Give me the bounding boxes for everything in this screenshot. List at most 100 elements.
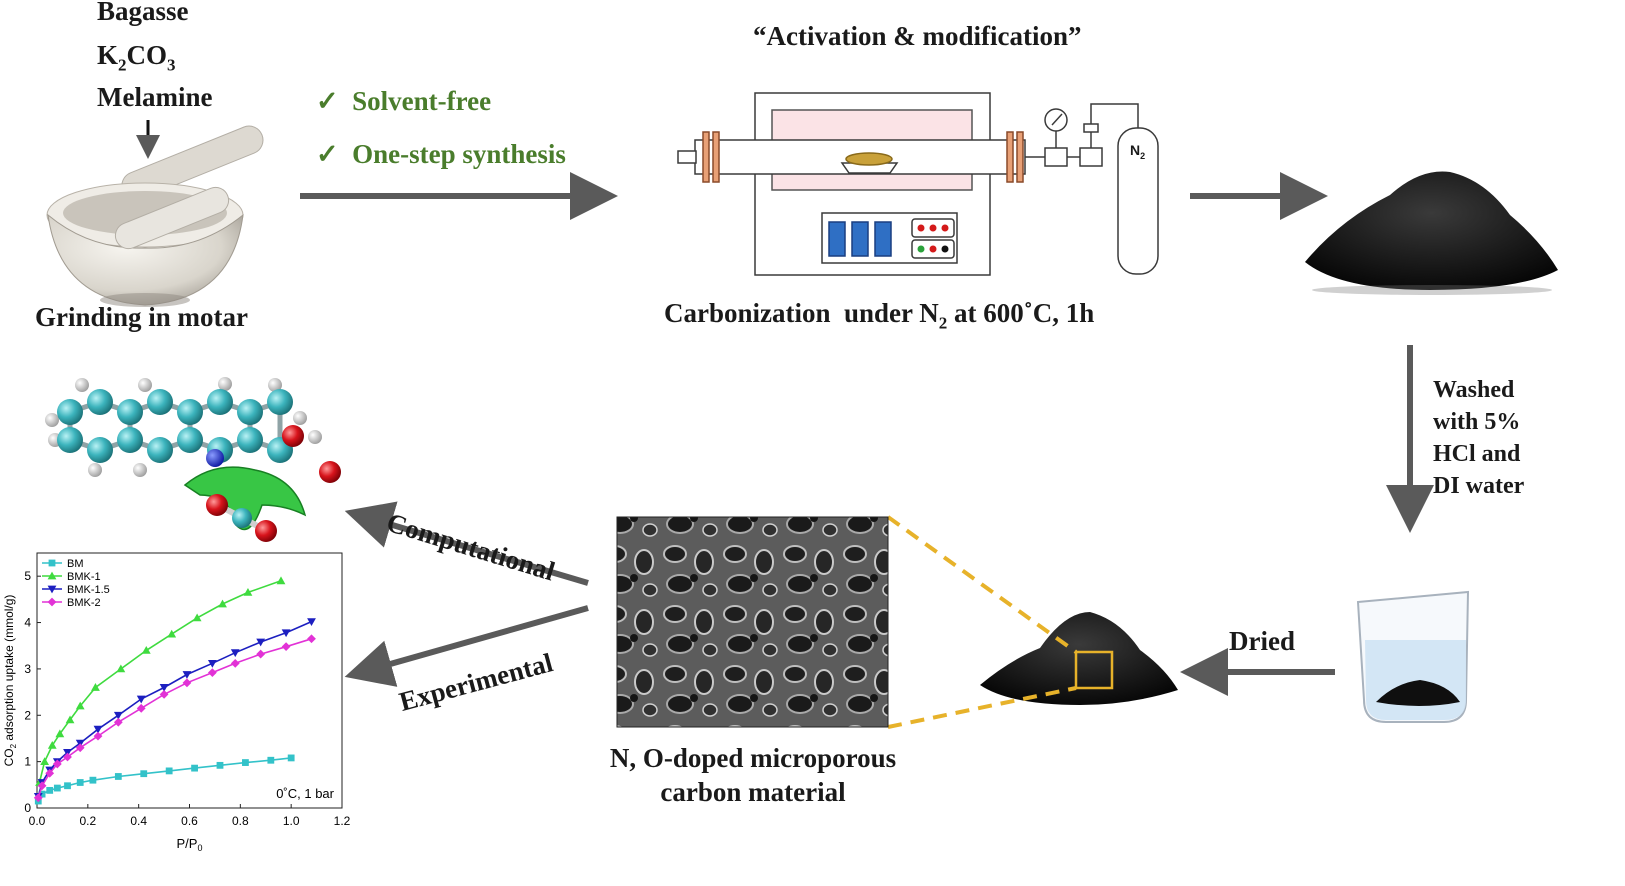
data-point xyxy=(207,659,217,668)
y-tick-label: 2 xyxy=(24,708,31,722)
data-point xyxy=(46,786,54,794)
data-point xyxy=(52,759,62,769)
data-point xyxy=(116,664,126,673)
x-tick-label: 0.6 xyxy=(181,814,198,828)
data-point xyxy=(47,597,57,607)
data-point xyxy=(218,599,227,608)
legend-label: BMK-1.5 xyxy=(67,584,110,596)
beaker-icon xyxy=(1356,590,1470,723)
data-point xyxy=(242,759,249,766)
x-tick-label: 1.2 xyxy=(334,814,351,828)
data-point xyxy=(53,784,61,792)
legend-label: BMK-1 xyxy=(67,571,101,583)
data-point xyxy=(276,576,286,585)
carbon-atom xyxy=(267,389,293,415)
y-axis-label: CO2 adsorption uptake (mmol/g) xyxy=(2,595,18,767)
sem-micrograph xyxy=(616,516,889,728)
data-point xyxy=(55,729,65,738)
carbon-atom xyxy=(87,437,113,463)
data-point xyxy=(182,678,192,688)
oxygen-atom xyxy=(255,520,277,542)
y-tick-label: 0 xyxy=(24,801,31,815)
legend-label: BM xyxy=(67,558,84,570)
hydrogen-atom xyxy=(45,413,59,427)
data-point xyxy=(287,754,295,762)
reagent-melamine: Melamine xyxy=(97,82,213,112)
carbonization-label: Carbonization under N2 at 600˚C, 1h xyxy=(664,298,1095,333)
data-point xyxy=(93,725,103,734)
data-point xyxy=(47,585,57,594)
x-tick-label: 1.0 xyxy=(283,814,300,828)
series-line xyxy=(37,638,312,799)
data-point xyxy=(63,752,72,762)
y-tick-label: 4 xyxy=(24,616,31,630)
data-point xyxy=(307,618,316,627)
data-point xyxy=(136,703,146,713)
dried-label: Dried xyxy=(1229,626,1295,656)
data-point xyxy=(281,629,291,638)
data-point xyxy=(159,684,169,692)
data-point xyxy=(307,634,316,644)
hydrogen-atom xyxy=(133,463,147,477)
carbon-atom xyxy=(117,399,143,425)
data-point xyxy=(38,790,46,798)
x-tick-label: 0.0 xyxy=(29,814,46,828)
hydrogen-atom xyxy=(268,378,282,392)
carbon-atom xyxy=(147,389,173,415)
data-point xyxy=(281,642,291,652)
data-point xyxy=(89,776,97,784)
data-point xyxy=(48,559,56,567)
data-point xyxy=(37,781,47,791)
series-bmk-1 xyxy=(35,576,286,786)
hydrogen-atom xyxy=(293,411,307,425)
x-tick-label: 0.4 xyxy=(130,814,147,828)
carbon-atom xyxy=(177,399,203,425)
data-point xyxy=(230,658,240,668)
data-point xyxy=(140,770,148,778)
data-point xyxy=(113,711,123,720)
mortar-pestle-icon xyxy=(46,125,264,307)
data-point xyxy=(243,588,253,596)
carbon-atom xyxy=(117,427,143,453)
x-tick-label: 0.2 xyxy=(79,814,96,828)
data-point xyxy=(33,793,43,803)
data-point xyxy=(65,715,75,724)
data-point xyxy=(182,671,192,679)
data-point xyxy=(45,768,55,778)
data-point xyxy=(165,767,173,775)
grinding-label: Grinding in motar xyxy=(35,302,249,332)
y-tick-label: 1 xyxy=(24,755,31,769)
arrow-computational xyxy=(344,501,589,586)
data-point xyxy=(91,683,100,691)
legend-label: BMK-2 xyxy=(67,597,101,609)
carbon-atom xyxy=(177,427,203,453)
hydrogen-atom xyxy=(138,378,152,392)
carbon-atom xyxy=(237,399,263,425)
zoom-box xyxy=(1074,650,1114,690)
data-point xyxy=(216,761,224,769)
y-tick-label: 3 xyxy=(24,662,31,676)
zoom-dash-bottom xyxy=(887,686,1077,729)
check-icon: ✓ xyxy=(316,86,339,116)
check-solvent-free: ✓ Solvent-free xyxy=(316,86,492,116)
data-point xyxy=(256,649,266,659)
hydrogen-atom xyxy=(308,430,322,444)
data-point xyxy=(192,613,202,622)
plot-frame xyxy=(36,552,343,809)
hydrogen-atom xyxy=(75,378,89,392)
product-label: N, O-doped microporous carbon material xyxy=(609,743,897,807)
check-icon: ✓ xyxy=(316,139,339,169)
reagent-bagasse: Bagasse xyxy=(97,0,189,26)
carbon-atom xyxy=(232,508,252,528)
data-point xyxy=(191,764,198,772)
data-point xyxy=(256,638,266,647)
hydrogen-atom xyxy=(88,463,102,477)
washed-label: Washed with 5% HCl and DI water xyxy=(1433,377,1525,499)
check-one-step: ✓ One-step synthesis xyxy=(316,139,566,169)
tube-furnace-icon xyxy=(677,92,1159,276)
data-point xyxy=(167,629,177,638)
carbon-atom xyxy=(147,437,173,463)
reagent-k2co3: K2CO3 xyxy=(97,40,176,75)
condition-annotation: 0˚C, 1 bar xyxy=(276,786,334,801)
